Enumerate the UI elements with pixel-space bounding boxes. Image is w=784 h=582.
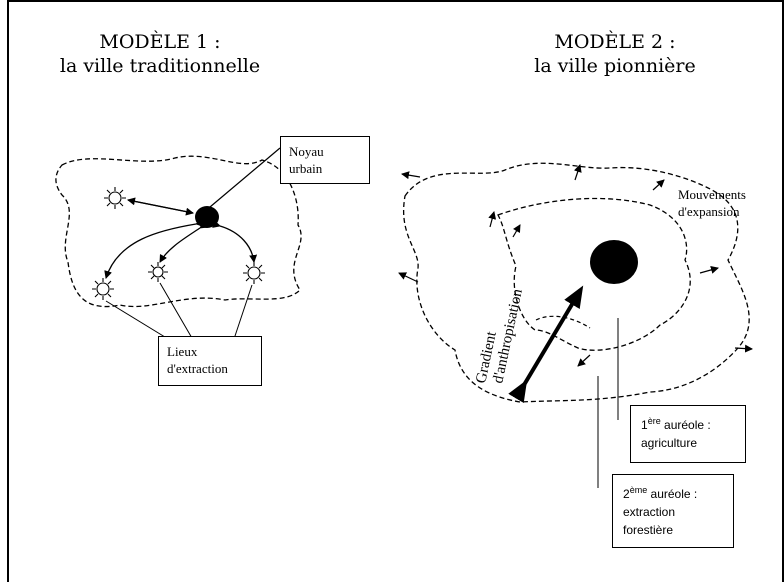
aureole2-sup: ème bbox=[629, 485, 648, 495]
aureole1-sup: ère bbox=[647, 416, 661, 426]
model1-flow-arrow-1-back bbox=[127, 197, 194, 214]
expansion-label-line2: d'expansion bbox=[678, 204, 740, 219]
model1-core-label-line2: urbain bbox=[289, 161, 323, 176]
model2-title: MODÈLE 2 : bbox=[554, 31, 676, 53]
frame-right-border bbox=[782, 0, 784, 582]
frame-left-border bbox=[7, 0, 9, 582]
model1-title-block: MODÈLE 1 : la ville traditionnelle bbox=[20, 30, 300, 78]
model1-urban-core bbox=[195, 206, 219, 228]
frame-top-border bbox=[7, 0, 784, 2]
expansion-arrows bbox=[398, 164, 753, 367]
aureole2-desc-line2: forestière bbox=[623, 523, 674, 537]
extraction-site-2-icon bbox=[92, 278, 114, 300]
model1-flow-arrow-4 bbox=[212, 220, 258, 263]
model1-flow-arrow-2 bbox=[104, 218, 204, 279]
extraction-site-4-icon bbox=[243, 262, 265, 284]
model1-core-label-line1: Noyau bbox=[289, 144, 324, 159]
aureole1-title: 1ère auréole : bbox=[641, 412, 735, 434]
model1-core-pointer bbox=[209, 147, 281, 208]
aureole2-desc-line1: extraction bbox=[623, 505, 676, 519]
gradient-arrow bbox=[508, 285, 584, 404]
aureole2-title: 2ème auréole : bbox=[623, 481, 723, 503]
aureole1-label: 1ère auréole : agriculture bbox=[630, 405, 746, 463]
aureole2-label: 2ème auréole : extraction forestière bbox=[612, 474, 734, 548]
aureole2-number: 2 bbox=[623, 487, 630, 501]
model1-extraction-label: Lieux d'extraction bbox=[158, 336, 262, 386]
model1-extraction-label-line2: d'extraction bbox=[167, 361, 228, 376]
model1-flow-arrow-3 bbox=[159, 220, 209, 263]
model1-extraction-label-line1: Lieux bbox=[167, 344, 198, 359]
model1-subtitle: la ville traditionnelle bbox=[59, 55, 261, 77]
aureole2-word: auréole : bbox=[647, 487, 698, 501]
aureole1-word: auréole : bbox=[660, 418, 711, 432]
expansion-label: Mouvements d'expansion bbox=[678, 186, 746, 220]
model1-extraction-pointer-2 bbox=[159, 282, 197, 346]
aureole1-number: 1 bbox=[641, 418, 648, 432]
model2-subtitle: la ville pionnière bbox=[534, 55, 696, 77]
extraction-site-3-icon bbox=[148, 262, 168, 282]
model1-core-label: Noyau urbain bbox=[280, 136, 370, 184]
model2-inner-wedge bbox=[535, 315, 591, 329]
model2-inner-aureole bbox=[497, 197, 691, 351]
extraction-site-1-icon bbox=[104, 187, 126, 209]
model1-title: MODÈLE 1 : bbox=[99, 31, 221, 53]
aureole1-desc: agriculture bbox=[641, 436, 698, 450]
model1-city-outline bbox=[55, 155, 302, 308]
model2-urban-core bbox=[590, 240, 638, 284]
model1-extraction-pointer-3 bbox=[231, 284, 253, 346]
model2-title-block: MODÈLE 2 : la ville pionnière bbox=[485, 30, 745, 78]
expansion-label-line1: Mouvements bbox=[678, 187, 746, 202]
